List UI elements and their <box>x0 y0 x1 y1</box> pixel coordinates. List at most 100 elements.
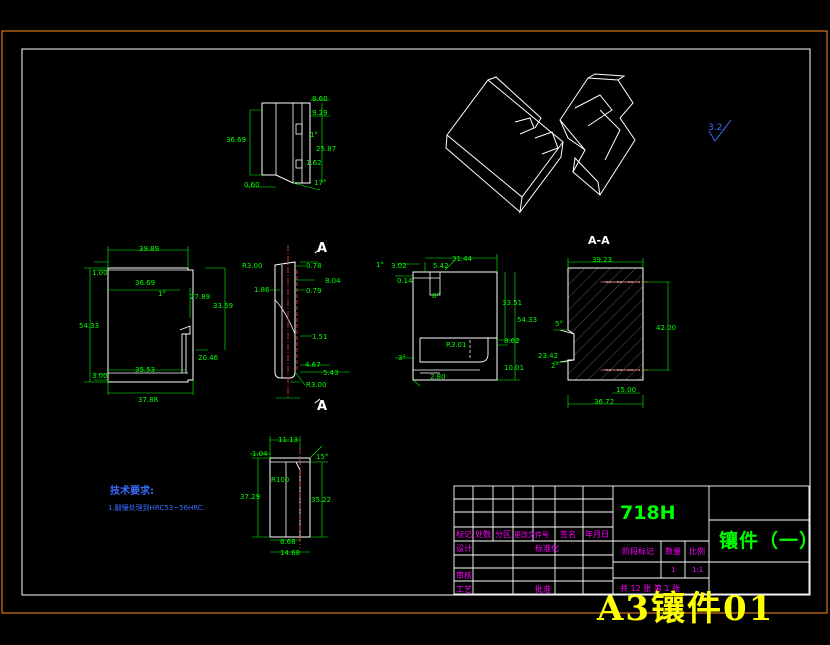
dim-label: 23.42 <box>538 352 558 360</box>
isometric-view-left <box>445 76 564 214</box>
dim-label: R3.00 <box>306 381 326 389</box>
approval-label: 设计 <box>456 543 472 553</box>
scale-label: 比例 <box>689 546 705 556</box>
dim-label: 20.46 <box>198 354 219 362</box>
dim-label: 8° <box>432 292 440 300</box>
right-view-dims: 1° 3.02 5.42 31.44 0.14 8° 33.51 54.33 R… <box>376 255 537 381</box>
dim-label: 54.33 <box>79 322 99 330</box>
dim-label: 5° <box>555 320 563 328</box>
stage-label: 阶段标记 <box>622 546 654 556</box>
dim-label: 36.72 <box>594 398 614 406</box>
dim-label: 1.51 <box>312 333 328 341</box>
material-label: 718H <box>620 502 676 524</box>
section-view-dims: 39.23 5° 42.00 23.42 2° 15.00 36.72 <box>538 256 676 406</box>
surface-finish-symbol: 3.2 <box>708 119 732 142</box>
dim-label: 8.68 <box>280 538 296 546</box>
dim-label: 37.88 <box>138 396 158 404</box>
drawing-caption: A3镶件01 <box>597 589 775 629</box>
dim-label: 5.42 <box>433 262 449 270</box>
revision-header: 处数 <box>475 529 491 539</box>
tech-requirements-title: 技术要求: <box>110 486 154 497</box>
side-view <box>270 245 350 404</box>
dim-label: 3.00 <box>92 372 108 380</box>
approval-label: 审核 <box>456 570 472 580</box>
title-block-text: 标记 处数 分区 更改文件号 签名 年月日 设计 标准化 审核 工艺 批准 阶段… <box>456 529 705 594</box>
dim-label: 42.00 <box>656 324 676 332</box>
qty-value: 1 <box>671 566 675 574</box>
dim-label: 1.04 <box>252 450 268 458</box>
dim-label: 15.00 <box>616 386 636 394</box>
dim-label: 8.04 <box>325 277 341 285</box>
side-view-dims: R3.00 0.78 1.86 0.79 8.04 1.51 4.67 5.43… <box>242 262 341 389</box>
dim-label: 4.67 <box>305 361 321 369</box>
dim-label: 25.87 <box>316 145 336 153</box>
dim-label: R3.01 <box>446 341 466 349</box>
title-block <box>453 485 810 595</box>
section-cut-label-bottom: A <box>317 399 327 414</box>
dim-label: 36.69 <box>226 136 246 144</box>
top-view <box>245 99 330 191</box>
dim-label: 54.33 <box>517 316 537 324</box>
front-view <box>84 246 226 395</box>
scale-value: 1:1 <box>692 566 703 574</box>
surface-finish-value: 3.2 <box>708 123 722 133</box>
dim-label: 1.00 <box>92 269 108 277</box>
revision-header: 年月日 <box>585 529 609 539</box>
dim-label: 35.22 <box>311 496 331 504</box>
dim-label: 8.60 <box>312 95 328 103</box>
revision-header: 签名 <box>560 529 576 539</box>
isometric-view-right <box>559 73 636 196</box>
dim-label: 1.62 <box>306 159 322 167</box>
top-view-dims: 8.60 9.29 36.69 1° 25.87 1.62 0.60 17° <box>226 95 336 189</box>
sheet-count: 共 12 张 第 1 张 <box>620 583 680 593</box>
dim-label: 39.23 <box>592 256 612 264</box>
qty-label: 数量 <box>665 546 681 556</box>
dim-label: R3.00 <box>242 262 262 270</box>
dim-label: 11.13 <box>278 436 298 444</box>
dim-label: 1° <box>310 131 318 139</box>
dim-label: 0.78 <box>306 262 322 270</box>
dim-label: 37.29 <box>240 493 260 501</box>
dim-label: 35.53 <box>135 366 155 374</box>
dim-label: 10.01 <box>504 364 524 372</box>
bottom-view <box>250 436 328 553</box>
dim-label: 3° <box>398 354 406 362</box>
dim-label: 5.43 <box>323 369 339 377</box>
section-view <box>553 258 670 408</box>
dim-label: 15° <box>316 453 328 461</box>
dim-label: 0.60 <box>244 181 260 189</box>
dim-label: 0.79 <box>306 287 322 295</box>
approval-label: 工艺 <box>456 585 472 594</box>
dim-label: 2° <box>551 362 559 370</box>
dim-label: 27.89 <box>190 293 210 301</box>
dim-label: 3.02 <box>391 262 407 270</box>
dim-label: 1° <box>376 261 384 269</box>
dim-label: 31.44 <box>452 255 473 263</box>
tech-requirements-text: 1.翻镶处理到HRC53~56HRC. <box>108 504 205 512</box>
revision-header: 标记 <box>456 529 472 539</box>
section-view-title: A-A <box>588 234 610 247</box>
bottom-view-dims: 11.13 1.04 15° R100 37.29 35.22 8.68 14.… <box>240 436 331 557</box>
dim-label: 36.69 <box>135 279 155 287</box>
front-view-dims: 39.89 36.69 1.00 27.89 33.59 54.33 1° 20… <box>79 245 233 404</box>
dim-label: R100 <box>271 476 289 484</box>
revision-header: 更改文件号 <box>514 530 549 539</box>
dim-label: 17° <box>314 179 326 187</box>
approval-label: 标准化 <box>535 543 559 553</box>
outer-border <box>1 30 828 614</box>
dim-label: 33.51 <box>502 299 522 307</box>
right-view <box>395 254 520 387</box>
dim-label: 0.14 <box>397 277 413 285</box>
dim-label: 1.86 <box>254 286 270 294</box>
inner-frame <box>21 48 811 596</box>
dim-label: 39.89 <box>139 245 159 253</box>
section-cut-label-top: A <box>317 241 327 256</box>
dim-label: 9.29 <box>312 109 328 117</box>
dim-label: 14.68 <box>280 549 300 557</box>
dim-label: 33.59 <box>213 302 233 310</box>
approval-label: 批准 <box>535 584 551 594</box>
dim-label: 1° <box>158 290 166 298</box>
dim-label: 2.80 <box>430 373 446 381</box>
revision-header: 分区 <box>495 530 511 539</box>
part-name: 镶件（一） <box>719 530 820 552</box>
